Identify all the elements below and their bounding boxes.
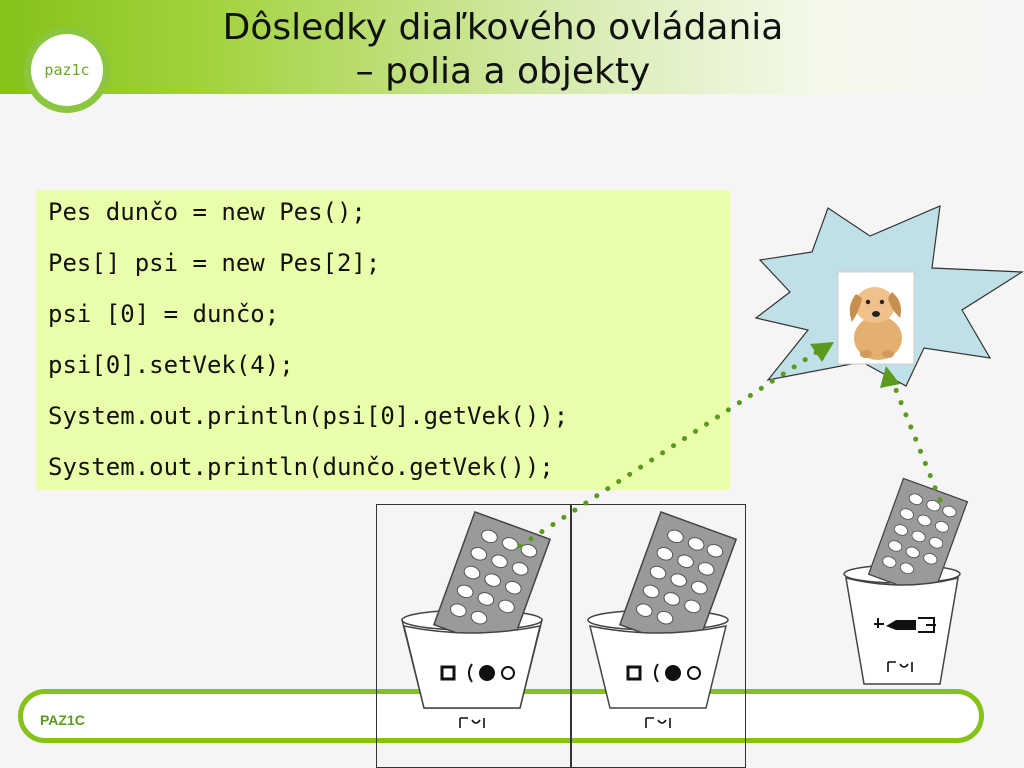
dingbat-glyph-label (626, 663, 701, 728)
bucket-rim-front (402, 625, 542, 709)
code-line: System.out.println(dunčo.getVek()); (48, 453, 554, 481)
dingbat-glyph-label (874, 617, 936, 672)
code-line: Pes[] psi = new Pes[2]; (48, 249, 381, 277)
code-line: psi [0] = dunčo; (48, 300, 280, 328)
slide-title: Dôsledky diaľkového ovládania – polia a … (150, 6, 856, 94)
bucket-rim-front (845, 576, 959, 685)
code-line: System.out.println(psi[0].getVek()); (48, 402, 569, 430)
dingbat-glyph-label (440, 663, 515, 728)
dog-photo (837, 271, 915, 365)
code-block: Pes dunčo = new Pes(); Pes[] psi = new P… (36, 190, 730, 490)
reference-arrow (880, 366, 943, 503)
reference-arrow (517, 342, 834, 549)
code-line: Pes dunčo = new Pes(); (48, 198, 366, 226)
logo-text: paz1c (44, 61, 90, 79)
footer-label: PAZ1C (40, 712, 85, 728)
slide-title-line-2: – polia a objekty (355, 51, 651, 92)
bucket-rim-front (588, 625, 728, 709)
slide-title-line-1: Dôsledky diaľkového ovládania (222, 7, 784, 48)
code-line: psi[0].setVek(4); (48, 351, 294, 379)
header-band (0, 0, 1024, 94)
logo-badge: paz1c (31, 34, 103, 106)
